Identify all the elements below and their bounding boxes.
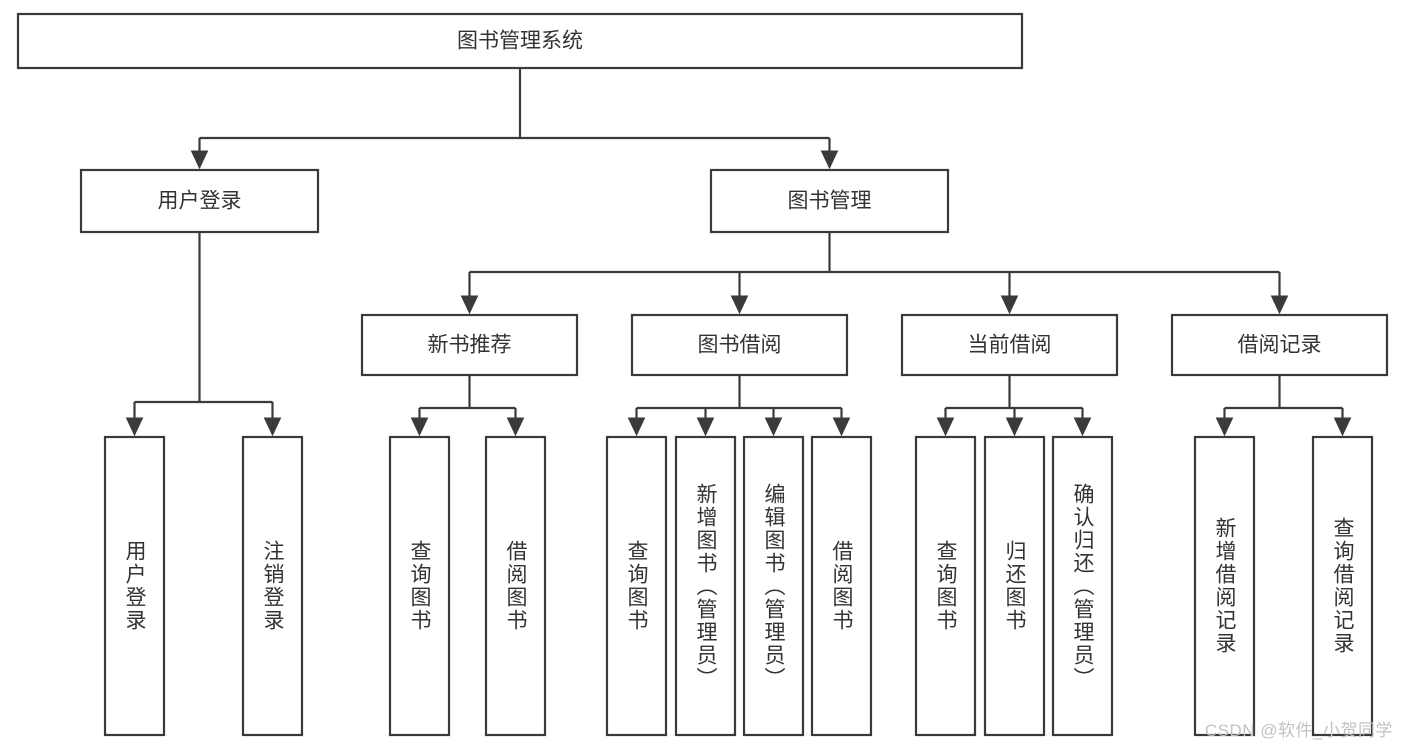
node-box[interactable] (484, 435, 547, 737)
leaf-9-node-归还图书[interactable] (983, 435, 1046, 737)
node-图书管理-level2[interactable]: 图书管理 (709, 168, 950, 234)
node-box[interactable] (983, 435, 1046, 737)
node-label: 新书推荐 (428, 334, 512, 357)
node-box[interactable] (360, 313, 579, 377)
node-用户登录-level2[interactable]: 用户登录 (79, 168, 320, 234)
node-box[interactable] (103, 435, 166, 737)
leaf-8-node-查询图书[interactable] (914, 435, 977, 737)
node-图书借阅-level3[interactable]: 图书借阅 (630, 313, 849, 377)
node-box[interactable] (742, 435, 805, 737)
node-box[interactable] (388, 435, 451, 737)
node-label: 图书管理系统 (457, 30, 583, 53)
leaf-5-node-新增图书管理员[interactable] (674, 435, 737, 737)
leaf-0-node-用户登录[interactable] (103, 435, 166, 737)
node-box[interactable] (1193, 435, 1256, 737)
node-box[interactable] (605, 435, 668, 737)
leaf-2-node-查询图书[interactable] (388, 435, 451, 737)
node-图书管理系统-root[interactable]: 图书管理系统 (16, 12, 1024, 70)
node-box[interactable] (630, 313, 849, 377)
node-label: 图书借阅 (698, 334, 782, 357)
node-box[interactable] (900, 313, 1119, 377)
leaf-7-node-借阅图书[interactable] (810, 435, 873, 737)
leaf-3-node-借阅图书[interactable] (484, 435, 547, 737)
node-label: 借阅记录 (1238, 334, 1322, 357)
leaf-11-node-新增借阅记录[interactable] (1193, 435, 1256, 737)
node-label: 当前借阅 (968, 334, 1052, 357)
leaf-6-node-编辑图书管理员[interactable] (742, 435, 805, 737)
node-借阅记录-level3[interactable]: 借阅记录 (1170, 313, 1389, 377)
node-box[interactable] (241, 435, 304, 737)
node-box[interactable] (709, 168, 950, 234)
node-box[interactable] (1311, 435, 1374, 737)
connectors-layer (125, 68, 1352, 437)
node-box[interactable] (914, 435, 977, 737)
leaf-10-node-确认归还管理员[interactable] (1051, 435, 1114, 737)
leaf-4-node-查询图书[interactable] (605, 435, 668, 737)
node-box[interactable] (810, 435, 873, 737)
leaf-12-node-查询借阅记录[interactable] (1311, 435, 1374, 737)
node-新书推荐-level3[interactable]: 新书推荐 (360, 313, 579, 377)
watermark-label: CSDN @软件_小贺同学 (1204, 721, 1393, 740)
node-box[interactable] (1051, 435, 1114, 737)
node-box[interactable] (1170, 313, 1389, 377)
node-label: 图书管理 (788, 190, 872, 213)
node-当前借阅-level3[interactable]: 当前借阅 (900, 313, 1119, 377)
node-box[interactable] (16, 12, 1024, 70)
leaf-1-node-注销登录[interactable] (241, 435, 304, 737)
node-label: 用户登录 (158, 190, 242, 213)
node-box[interactable] (674, 435, 737, 737)
node-box[interactable] (79, 168, 320, 234)
